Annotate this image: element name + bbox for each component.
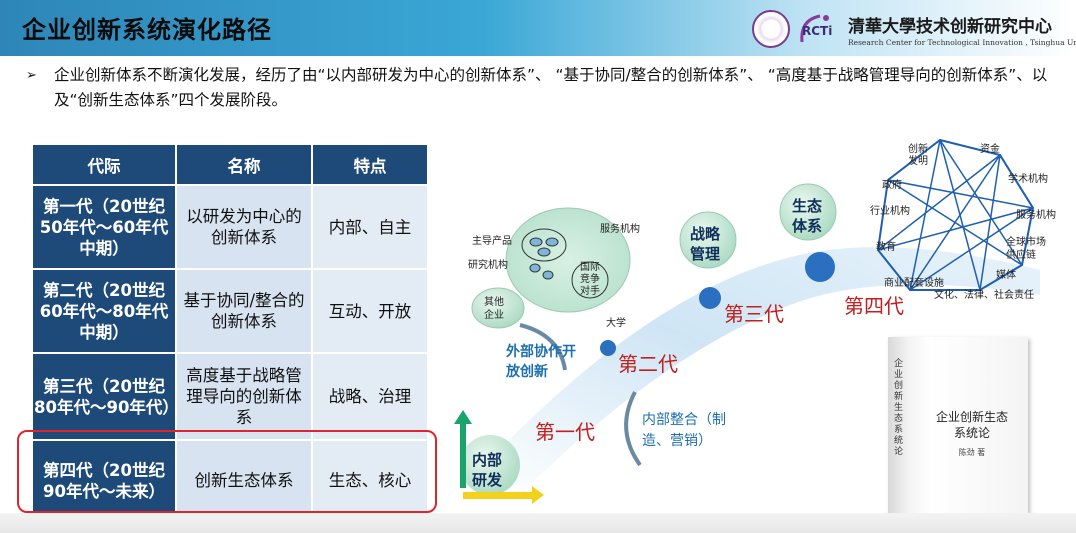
- node-education: 教育: [876, 242, 896, 253]
- vertical-arrow-bar: [460, 420, 466, 488]
- product-cell: [529, 237, 543, 247]
- ecosystem-circle: [779, 183, 837, 241]
- up-arrow-icon: [454, 410, 472, 424]
- research-cell: [542, 270, 554, 280]
- page-title: 企业创新系统演化路径: [22, 16, 272, 44]
- node-media: 媒体: [996, 270, 1016, 281]
- cell-name: 基于协同/整合的创新体系: [175, 268, 313, 354]
- table-row: 第四代（20世纪90年代～未来） 创新生态体系 生态、核心: [31, 439, 429, 522]
- university-label: 大学: [606, 318, 626, 329]
- tsinghua-seal-icon: [752, 10, 790, 48]
- col-header-name: 名称: [175, 143, 313, 186]
- other-firm-circle: [471, 287, 525, 329]
- internal-rd-circle: [460, 435, 520, 495]
- gen3-node: [699, 287, 721, 309]
- cell-feature: 互动、开放: [311, 268, 429, 354]
- product-cell: [545, 237, 559, 247]
- gen4-node: [805, 252, 835, 282]
- cell-feature: 生态、核心: [311, 439, 429, 522]
- col-header-feature: 特点: [311, 143, 429, 186]
- node-global-market: 全球市场供应链: [1006, 237, 1046, 261]
- cell-generation: 第二代（20世纪60年代～80年代中期）: [31, 268, 177, 354]
- research-cell: [529, 263, 541, 273]
- org-logo-area: RCTi 清華大學技术创新研究中心 Research Center for Te…: [752, 8, 1076, 52]
- org-name-en: Research Center for Technological Innova…: [848, 38, 1076, 47]
- cell-generation: 第三代（20世纪80年代～90年代）: [31, 352, 179, 441]
- network-blob: [505, 207, 631, 313]
- book-title: 企业创新生态系统论: [935, 410, 1008, 440]
- external-collab-label: 外部协作开放创新: [506, 344, 576, 380]
- node-commercial: 商业配套设施: [884, 278, 944, 289]
- internal-rd-label: 内部研发: [472, 451, 503, 489]
- cell-generation: 第一代（20世纪50年代～60年代中期）: [31, 184, 177, 270]
- ecosystem-label: 生态体系: [792, 197, 823, 235]
- product-cell: [537, 247, 551, 257]
- gen2-node: [600, 340, 616, 356]
- table-row: 第三代（20世纪80年代～90年代） 高度基于战略管理导向的创新体系 战略、治理: [31, 352, 429, 441]
- gen1-label: 第一代: [535, 420, 595, 444]
- product-ellipse: [521, 228, 567, 262]
- evolution-diagram: 主导产品 研究机构 服务机构 国际竞争对手 其他企业 大学 外部协作开放创新 内…: [440, 120, 1076, 533]
- book-author: 陈劲 著: [958, 448, 986, 457]
- book-spine-text: 企业创新生态系统论: [894, 359, 904, 457]
- right-arrow-icon: [532, 486, 544, 504]
- network-links: [877, 139, 1034, 291]
- integration-arrow: [624, 391, 642, 467]
- generations-table: 代际 名称 特点 第一代（20世纪50年代～60年代中期） 以研发为中心的创新体…: [31, 143, 429, 522]
- book-cover: 企业创新生态系统论 企业创新生态系统论 陈劲 著: [888, 337, 1028, 513]
- fourth-generation-highlight: [17, 430, 437, 513]
- node-industry: 行业机构: [870, 206, 910, 217]
- node-innovation: 创新发明: [908, 144, 928, 167]
- cell-name: 高度基于战略管理导向的创新体系: [175, 352, 313, 441]
- blob-label-service: 服务机构: [600, 224, 640, 235]
- cell-feature: 内部、自主: [311, 184, 429, 270]
- blob-label-research: 研究机构: [468, 260, 508, 271]
- blob-label-product: 主导产品: [472, 236, 512, 247]
- intro-text: 企业创新体系不断演化发展，经历了由“以内部研发为中心的创新体系”、 “基于协同/…: [54, 66, 1048, 109]
- strategy-label: 战略管理: [690, 225, 721, 263]
- org-name-cn: 清華大學技术创新研究中心: [848, 17, 1052, 37]
- blob-label-competitor: 国际竞争对手: [580, 262, 600, 297]
- competitor-circle: [571, 261, 609, 299]
- col-header-generation: 代际: [31, 143, 177, 186]
- rcti-logo-text: RCTi: [802, 24, 833, 38]
- strategy-circle: [679, 211, 737, 269]
- node-culture: 文化、法律、社会责任: [934, 290, 1034, 301]
- gen4-label: 第四代: [844, 294, 904, 318]
- growth-sweep: [480, 247, 1040, 495]
- gen3-label: 第三代: [724, 302, 784, 326]
- cell-name: 以研发为中心的创新体系: [175, 184, 313, 270]
- internal-integration-label: 内部整合（制造、营销）: [642, 412, 726, 449]
- rcti-logo-icon: [800, 14, 829, 43]
- node-academic: 学术机构: [1008, 174, 1048, 185]
- table-row: 第二代（20世纪60年代～80年代中期） 基于协同/整合的创新体系 互动、开放: [31, 268, 429, 354]
- cell-feature: 战略、治理: [311, 352, 429, 441]
- cell-name: 创新生态体系: [175, 439, 313, 522]
- gen2-label: 第二代: [618, 352, 678, 376]
- intro-bullet: ➢ 企业创新体系不断演化发展，经历了由“以内部研发为中心的创新体系”、 “基于协…: [26, 63, 1056, 113]
- other-firms-label: 其他企业: [484, 297, 504, 321]
- node-government: 政府: [882, 180, 902, 191]
- bottom-bar: [0, 513, 1076, 533]
- table-row: 第一代（20世纪50年代～60年代中期） 以研发为中心的创新体系 内部、自主: [31, 184, 429, 270]
- external-arrow: [519, 323, 567, 371]
- horizontal-arrow-bar: [463, 492, 533, 499]
- table-header-row: 代际 名称 特点: [31, 143, 429, 186]
- node-service: 服务机构: [1016, 210, 1056, 221]
- bullet-arrow-icon: ➢: [26, 68, 37, 83]
- node-funding: 资金: [980, 144, 1000, 155]
- title-bar: [0, 0, 1076, 56]
- evolution-graphic: [454, 138, 1040, 504]
